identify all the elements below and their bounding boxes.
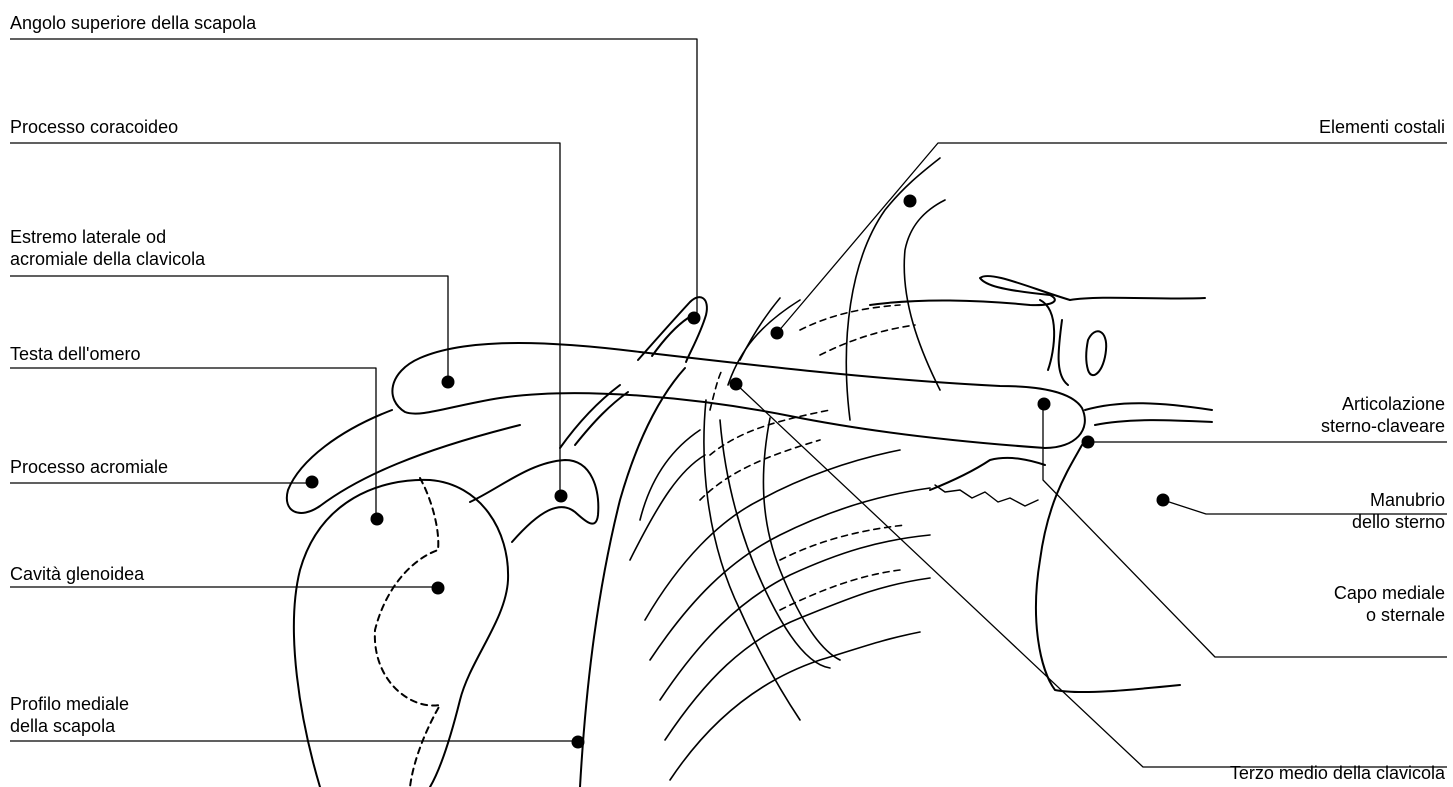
label-manubrio-line2: dello sterno [1351, 512, 1445, 532]
leader-processo-coracoideo [10, 142, 561, 495]
label-estremo-laterale-line2: acromiale della clavicola [10, 249, 206, 269]
dot-profilo-mediale [571, 735, 585, 749]
first-rib-outline [869, 275, 1071, 307]
label-profilo-mediale: Profilo mediale della scapola [10, 693, 129, 737]
label-manubrio: Manubrio dello sterno [1352, 489, 1445, 533]
dot-estremo-laterale [441, 375, 455, 389]
dot-articolazione [1081, 435, 1095, 449]
superior-angle-outline [637, 296, 708, 363]
dot-terzo-medio [729, 377, 743, 391]
marker-dots [305, 194, 1170, 749]
dot-manubrio [1156, 493, 1170, 507]
label-estremo-laterale-line1: Estremo laterale od [10, 227, 167, 247]
label-testa-omero: Testa dell'omero [10, 344, 141, 364]
label-cavita-glenoidea: Cavità glenoidea [10, 564, 145, 584]
label-capo-mediale-line1: Capo mediale [1333, 583, 1445, 603]
label-processo-acromiale: Processo acromiale [10, 457, 169, 477]
dot-processo-acromiale [305, 475, 319, 489]
coracoid-outline [469, 459, 600, 543]
label-articolazione-line2: sterno-claveare [1320, 416, 1445, 436]
label-capo-mediale: Capo mediale o sternale [1334, 582, 1445, 626]
anatomy-outlines [285, 157, 1213, 787]
leader-testa-omero [10, 367, 377, 519]
label-estremo-laterale: Estremo laterale od acromiale della clav… [10, 226, 205, 270]
label-articolazione: Articolazione sterno-claveare [1321, 393, 1445, 437]
label-terzo-medio: Terzo medio della clavicola [1229, 763, 1445, 783]
dot-processo-coracoideo [554, 489, 568, 503]
leader-elementi-costali [776, 142, 1447, 334]
dot-elementi-costali [903, 194, 917, 208]
rib-lines [629, 157, 946, 781]
leader-angolo-superiore [10, 38, 698, 316]
manubrium-outline [1035, 444, 1181, 694]
glenoid-outline [373, 477, 441, 787]
dot-angolo-superiore [687, 311, 701, 325]
medial-scapula-outline [579, 367, 686, 787]
leader-capo-mediale [1042, 404, 1447, 658]
label-profilo-mediale-line1: Profilo mediale [10, 694, 130, 714]
label-articolazione-line1: Articolazione [1341, 394, 1445, 414]
label-capo-mediale-line2: o sternale [1365, 605, 1445, 625]
leader-terzo-medio [735, 383, 1447, 768]
dot-cavita-glenoidea [431, 581, 445, 595]
dot-elementi-costali-2 [770, 326, 784, 340]
label-profilo-mediale-line2: della scapola [10, 716, 116, 736]
label-elementi-costali: Elementi costali [1318, 117, 1445, 137]
leader-estremo-laterale [10, 275, 449, 380]
dot-capo-mediale [1037, 397, 1051, 411]
dot-testa-omero [370, 512, 384, 526]
clavicle-outline [391, 342, 1086, 449]
leader-manubrio [1162, 499, 1447, 515]
leader-lines [10, 38, 1447, 768]
acromion-outline [285, 409, 521, 514]
label-angolo-superiore: Angolo superiore della scapola [10, 13, 257, 33]
label-manubrio-line1: Manubrio [1369, 490, 1445, 510]
label-processo-coracoideo: Processo coracoideo [10, 117, 179, 137]
humerus-outline [292, 478, 510, 787]
